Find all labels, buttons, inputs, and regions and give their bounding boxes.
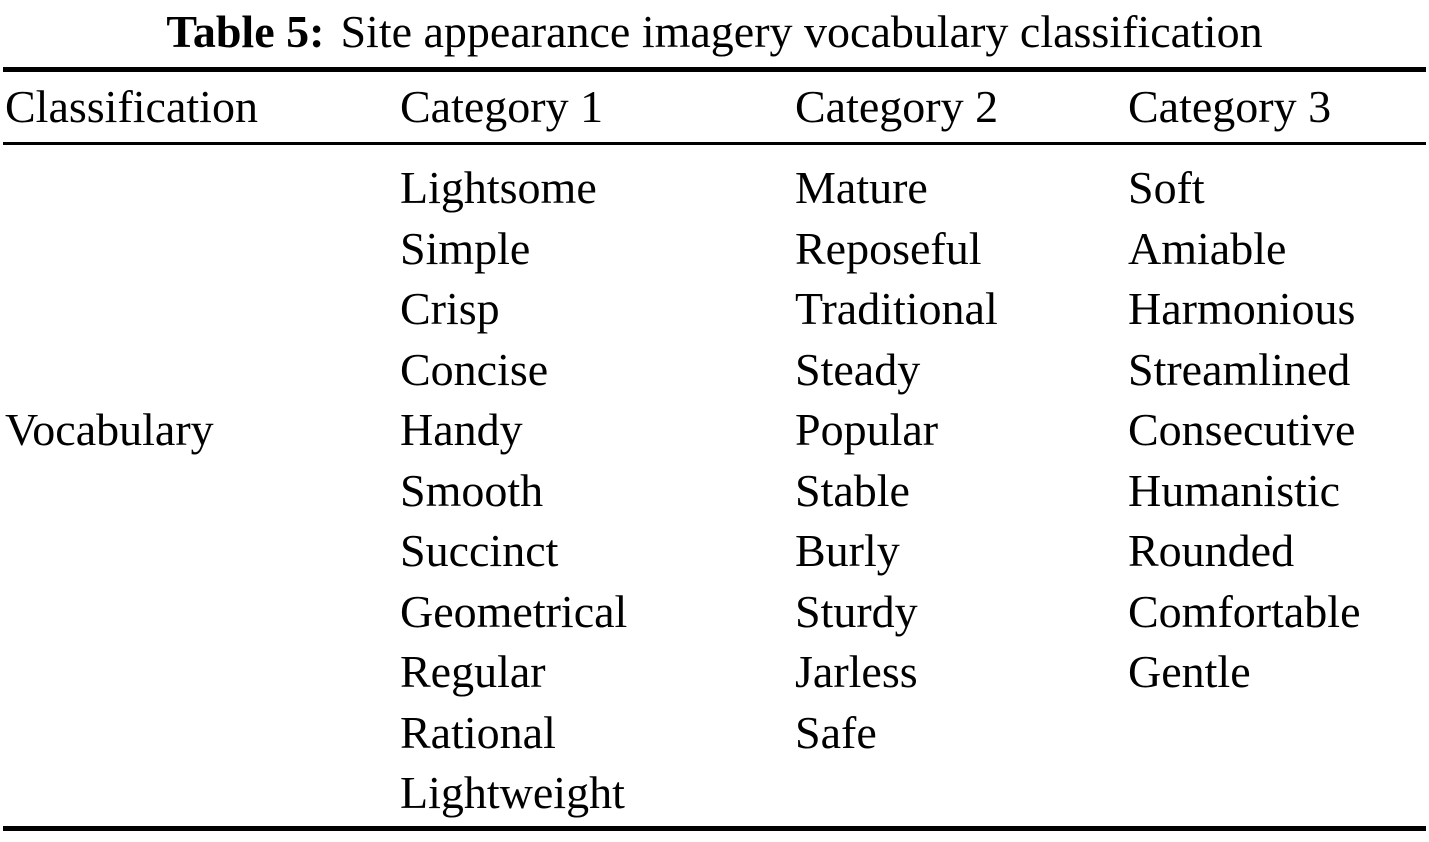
vocabulary-word: Concise: [400, 343, 549, 395]
table-rule-top: [3, 67, 1426, 72]
vocabulary-word: Consecutive: [1128, 404, 1356, 455]
vocabulary-word: Reposeful: [795, 222, 982, 274]
vocabulary-word: Rational: [400, 706, 556, 758]
vocabulary-word: Humanistic: [1128, 464, 1341, 516]
vocabulary-word: Traditional: [795, 283, 998, 334]
vocabulary-word: Comfortable: [1128, 585, 1361, 637]
row-label-vocabulary: Vocabulary: [5, 404, 214, 455]
column-header-classification: Classification: [5, 81, 258, 132]
vocabulary-word: Crisp: [400, 283, 500, 334]
table-rule-bottom: [3, 826, 1426, 831]
vocabulary-word: Geometrical: [400, 585, 628, 637]
vocabulary-word: Gentle: [1128, 646, 1251, 697]
vocabulary-word: Simple: [400, 222, 531, 274]
table-caption-text: Site appearance imagery vocabulary class…: [340, 6, 1263, 57]
vocabulary-word: Lightsome: [400, 162, 597, 213]
vocabulary-word: Smooth: [400, 464, 544, 516]
table-header-row: Classification Category 1 Category 2 Cat…: [0, 72, 1429, 142]
column-header-category-1: Category 1: [400, 81, 604, 132]
vocabulary-word: Steady: [795, 343, 921, 395]
column-header-category-3: Category 3: [1128, 81, 1332, 132]
vocabulary-word: Rounded: [1128, 525, 1295, 576]
vocabulary-word: Amiable: [1128, 222, 1287, 274]
vocabulary-word: Safe: [795, 706, 877, 758]
table-caption: Table 5: Site appearance imagery vocabula…: [0, 0, 1429, 67]
vocabulary-word: Harmonious: [1128, 283, 1356, 334]
vocabulary-word: Mature: [795, 162, 928, 213]
classification-cell: Vocabulary: [5, 158, 400, 826]
column-header-category-2: Category 2: [795, 81, 999, 132]
vocabulary-word: Handy: [400, 404, 523, 455]
vocabulary-word: Jarless: [795, 646, 918, 697]
vocabulary-word: Regular: [400, 646, 546, 697]
vocabulary-word: Lightweight: [400, 767, 625, 818]
vocabulary-word: Sturdy: [795, 585, 918, 637]
table-rule-mid: [3, 142, 1426, 145]
vocabulary-word: Soft: [1128, 162, 1205, 213]
table-caption-label: Table 5:: [166, 6, 325, 57]
vocabulary-word: Burly: [795, 525, 900, 576]
vocabulary-word: Streamlined: [1128, 343, 1351, 395]
vocabulary-word: Succinct: [400, 525, 559, 576]
vocabulary-word: Popular: [795, 404, 939, 455]
vocabulary-word: Stable: [795, 464, 910, 516]
